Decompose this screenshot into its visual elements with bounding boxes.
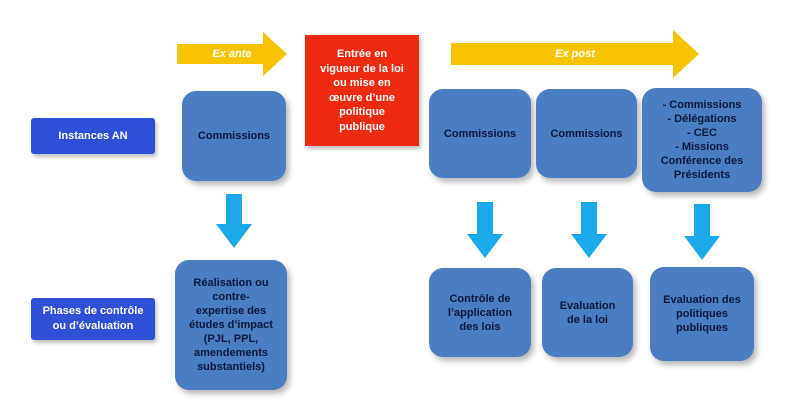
commissions-box-ex-ante-text: Commissions [197,130,271,142]
ex-ante-label: Ex ante [212,48,252,60]
down-arrow-icon [571,202,607,258]
impact-study-box: Réalisation ou contre- expertise des étu… [175,260,287,390]
bodies-list-text: - Commissions - Délégations - CEC - Miss… [660,99,744,181]
commissions-box-1: Commissions [429,89,531,178]
public-policy-evaluation-box: Evaluation des politiques publiques [650,267,754,361]
entry-into-force-box: Entrée en vigueur de la loi ou mise en œ… [305,35,419,146]
ex-post-arrow: Ex post [451,28,699,80]
law-evaluation-box: Evaluation de la loi [542,268,633,357]
impact-study-text: Réalisation ou contre- expertise des étu… [189,277,273,373]
phases-label: Phases de contrôle ou d’évaluation [31,298,155,340]
down-arrow-icon [467,202,503,258]
ex-ante-arrow-shape [177,32,287,76]
ex-post-label: Ex post [555,48,595,60]
down-arrow-icon [216,194,252,248]
bodies-list-box: - Commissions - Délégations - CEC - Miss… [642,88,762,192]
commissions-box-ex-ante: Commissions [182,91,286,181]
commissions-box-1-text: Commissions [443,127,517,140]
ex-ante-arrow: Ex ante [177,30,287,78]
law-application-control-box: Contrôle de l’application des lois [429,268,531,357]
instances-an-label: Instances AN [31,118,155,154]
entry-into-force-text: Entrée en vigueur de la loi ou mise en œ… [320,48,404,133]
down-arrow-3 [571,202,607,258]
commissions-box-2-text: Commissions [550,127,623,140]
instances-an-text: Instances AN [58,129,128,142]
law-evaluation-text: Evaluation de la loi [559,299,616,326]
down-arrow-icon [684,204,720,260]
down-arrow-4 [684,204,720,260]
ex-post-arrow-shape [451,30,699,78]
commissions-box-2: Commissions [536,89,637,178]
public-policy-evaluation-text: Evaluation des politiques publiques [663,294,741,334]
law-application-control-text: Contrôle de l’application des lois [447,292,513,333]
phases-text: Phases de contrôle ou d’évaluation [42,305,144,332]
down-arrow-1 [216,194,252,248]
down-arrow-2 [467,202,503,258]
